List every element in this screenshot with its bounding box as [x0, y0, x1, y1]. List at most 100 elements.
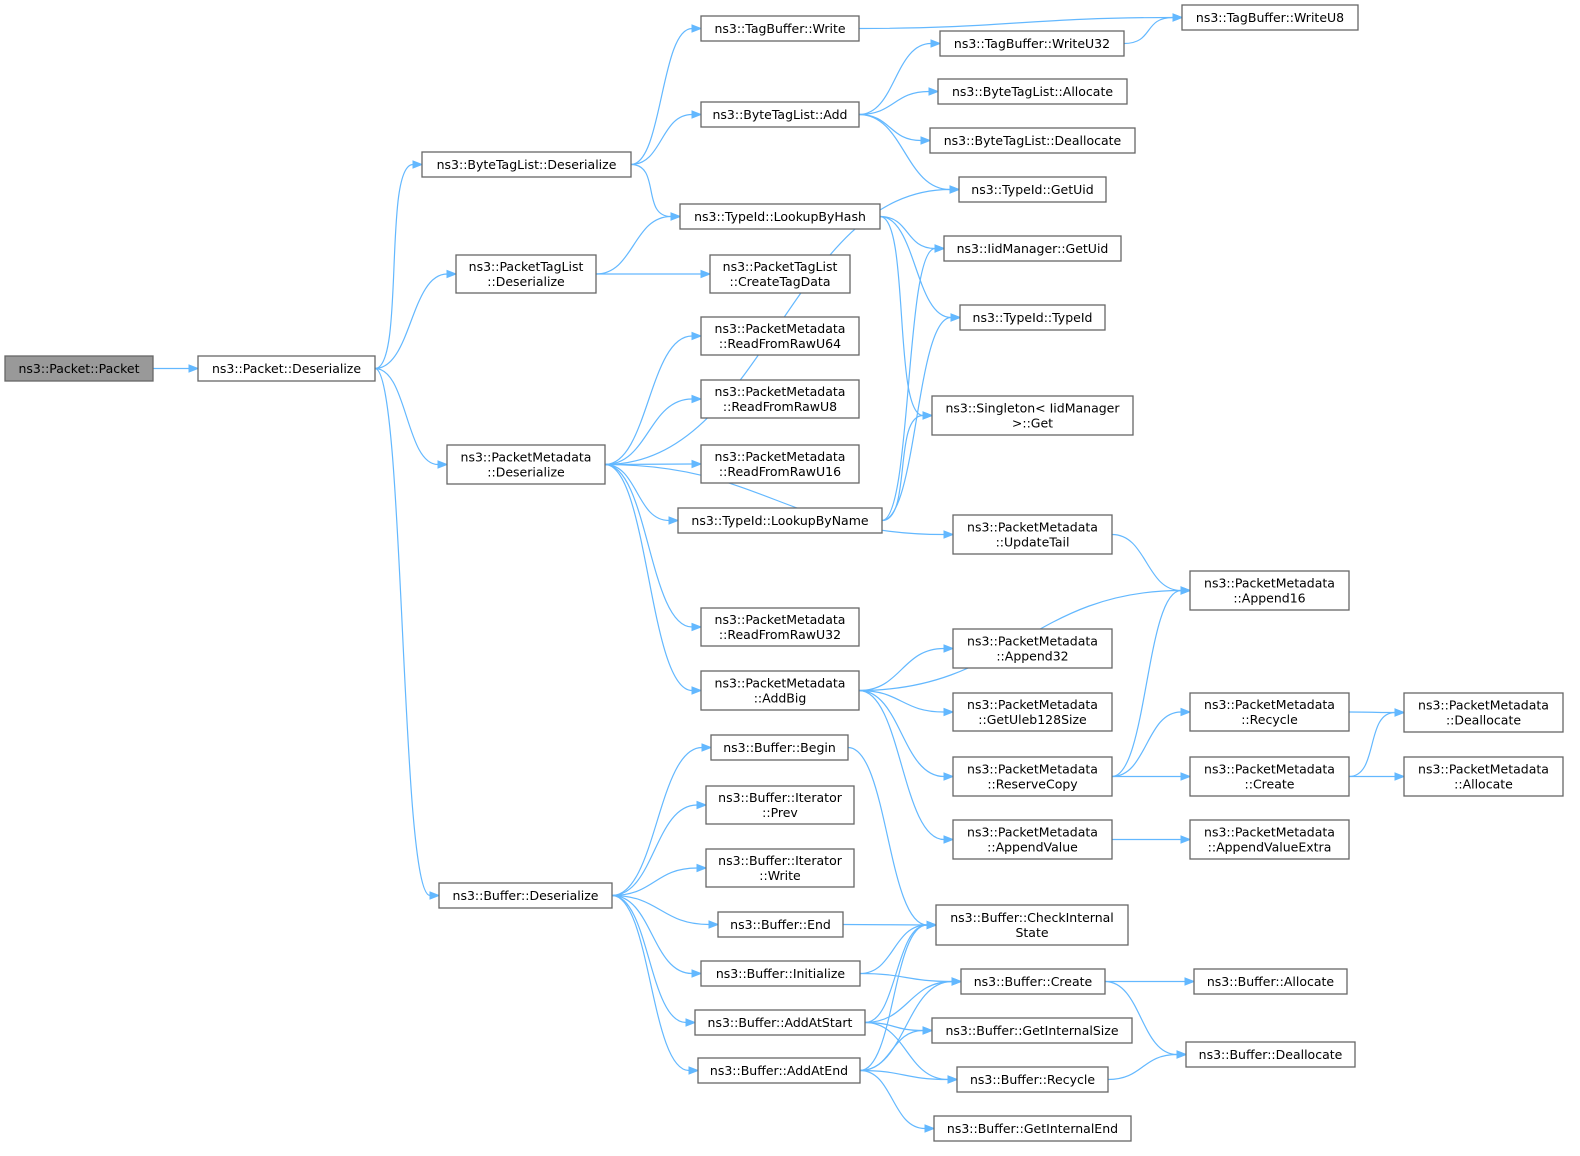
node-box: [700, 607, 860, 647]
node-ns3-packetmetadata-updatetail[interactable]: ns3::PacketMetadata::UpdateTail: [952, 514, 1113, 555]
node-label: ns3::Buffer::AddAtStart: [708, 1015, 853, 1030]
edge-n4-n15: [604, 463, 693, 692]
node-ns3-typeid-getuid[interactable]: ns3::TypeId::GetUid: [958, 176, 1107, 203]
node-label: ns3::PacketMetadata: [967, 634, 1098, 649]
node-ns3-iidmanager-getuid[interactable]: ns3::IidManager::GetUid: [943, 235, 1122, 262]
arrowhead: [700, 269, 712, 279]
node-label: ::AppendValue: [987, 840, 1078, 855]
node-label: ::Recycle: [1241, 712, 1298, 727]
node-ns3-tagbuffer-write[interactable]: ns3::TagBuffer::Write: [700, 15, 860, 42]
node-ns3-packetmetadata-addbig[interactable]: ns3::PacketMetadata::AddBig: [700, 670, 860, 711]
node-label: ns3::TagBuffer::Write: [714, 21, 845, 36]
node-ns3-packetmetadata-deserialize[interactable]: ns3::PacketMetadata::Deserialize: [446, 444, 606, 485]
node-ns3-packettaglist-deserialize[interactable]: ns3::PacketTagList::Deserialize: [455, 254, 597, 294]
node-ns3-buffer-deserialize[interactable]: ns3::Buffer::Deserialize: [438, 882, 613, 909]
edge-n4-n14: [604, 463, 693, 628]
node-ns3-packetmetadata-create[interactable]: ns3::PacketMetadata::Create: [1189, 756, 1350, 797]
node-box: [952, 692, 1113, 732]
arrowhead: [1172, 13, 1184, 22]
node-box: [421, 151, 632, 178]
node-ns3-buffer-addatstart[interactable]: ns3::Buffer::AddAtStart: [694, 1009, 866, 1036]
node-box: [1189, 570, 1350, 611]
node-ns3-buffer-getinternalsize[interactable]: ns3::Buffer::GetInternalSize: [931, 1017, 1133, 1044]
node-label: ns3::Buffer::End: [730, 917, 831, 932]
node-ns3-buffer-recycle[interactable]: ns3::Buffer::Recycle: [956, 1066, 1109, 1093]
node-ns3-packetmetadata-appendvalue[interactable]: ns3::PacketMetadata::AppendValue: [952, 819, 1113, 860]
node-box: [956, 1066, 1109, 1093]
node-label: ns3::PacketMetadata: [1418, 698, 1549, 713]
node-box: [697, 1057, 861, 1084]
node-box: [694, 1009, 866, 1036]
node-ns3-singleton-iidmanager-get[interactable]: ns3::Singleton< IidManager>::Get: [931, 395, 1134, 436]
node-ns3-packetmetadata-readfromrawu32[interactable]: ns3::PacketMetadata::ReadFromRawU32: [700, 607, 860, 647]
node-ns3-packet-packet[interactable]: ns3::Packet::Packet: [4, 355, 154, 382]
node-ns3-packetmetadata-append32[interactable]: ns3::PacketMetadata::Append32: [952, 628, 1113, 669]
node-ns3-packetmetadata-readfromrawu16[interactable]: ns3::PacketMetadata::ReadFromRawU16: [700, 444, 860, 484]
node-ns3-packetmetadata-recycle[interactable]: ns3::PacketMetadata::Recycle: [1189, 692, 1350, 732]
node-ns3-buffer-iterator-prev[interactable]: ns3::Buffer::Iterator::Prev: [705, 785, 855, 825]
arrowhead: [188, 364, 200, 373]
node-ns3-packetmetadata-reservecopy[interactable]: ns3::PacketMetadata::ReserveCopy: [952, 756, 1113, 797]
node-ns3-typeid-typeid[interactable]: ns3::TypeId::TypeId: [959, 304, 1106, 331]
edge-n2-n8: [630, 163, 672, 218]
edge-n15-n32: [858, 689, 945, 713]
node-label: ns3::Buffer::Iterator: [718, 790, 843, 805]
node-box: [700, 960, 861, 987]
node-ns3-buffer-iterator-write[interactable]: ns3::Buffer::Iterator::Write: [705, 848, 855, 888]
node-ns3-packettaglist-createtagdata[interactable]: ns3::PacketTagList::CreateTagData: [709, 254, 851, 294]
node-label: ns3::PacketMetadata: [1204, 697, 1335, 712]
node-ns3-packetmetadata-deallocate[interactable]: ns3::PacketMetadata::Deallocate: [1403, 692, 1564, 733]
edge-n5-n18: [611, 867, 698, 897]
arrowhead: [949, 185, 961, 194]
node-ns3-packetmetadata-append16[interactable]: ns3::PacketMetadata::Append16: [1189, 570, 1350, 611]
edge-n2-n6: [630, 27, 693, 166]
node-label: ns3::Buffer::Iterator: [718, 853, 843, 868]
node-ns3-buffer-allocate[interactable]: ns3::Buffer::Allocate: [1193, 968, 1348, 995]
node-ns3-bytetaglist-allocate[interactable]: ns3::ByteTagList::Allocate: [937, 78, 1128, 105]
node-label: ns3::ByteTagList::Deserialize: [437, 157, 617, 172]
edge-n36-n46: [1104, 980, 1178, 1056]
node-label: ns3::ByteTagList::Add: [712, 107, 847, 122]
node-ns3-buffer-deallocate[interactable]: ns3::Buffer::Deallocate: [1185, 1041, 1356, 1068]
node-ns3-bytetaglist-add[interactable]: ns3::ByteTagList::Add: [700, 101, 860, 128]
node-ns3-buffer-create[interactable]: ns3::Buffer::Create: [960, 968, 1106, 995]
node-box: [717, 911, 844, 938]
node-label: ::CreateTagData: [730, 274, 831, 289]
node-ns3-packetmetadata-appendvalueextra[interactable]: ns3::PacketMetadata::AppendValueExtra: [1189, 819, 1350, 860]
node-ns3-bytetaglist-deserialize[interactable]: ns3::ByteTagList::Deserialize: [421, 151, 632, 178]
node-ns3-packetmetadata-readfromrawu64[interactable]: ns3::PacketMetadata::ReadFromRawU64: [700, 316, 860, 356]
edge-n8-n27: [879, 215, 936, 250]
node-label: ::GetUleb128Size: [978, 712, 1087, 727]
edge-n15-n31: [858, 647, 945, 692]
arrowhead: [922, 411, 934, 420]
node-ns3-packetmetadata-readfromrawu8[interactable]: ns3::PacketMetadata::ReadFromRawU8: [700, 379, 860, 419]
node-label: ::ReadFromRawU8: [723, 399, 837, 414]
node-ns3-tagbuffer-writeu32[interactable]: ns3::TagBuffer::WriteU32: [939, 30, 1125, 57]
node-label: ::Allocate: [1454, 777, 1513, 792]
node-label: ns3::PacketMetadata: [1204, 762, 1335, 777]
arrowhead: [685, 1018, 697, 1027]
node-label: ns3::Buffer::Deallocate: [1199, 1047, 1343, 1062]
node-ns3-packet-deserialize[interactable]: ns3::Packet::Deserialize: [197, 355, 376, 382]
node-ns3-packetmetadata-allocate[interactable]: ns3::PacketMetadata::Allocate: [1403, 756, 1564, 797]
node-ns3-buffer-begin[interactable]: ns3::Buffer::Begin: [710, 734, 849, 761]
arrowhead: [934, 244, 946, 253]
node-ns3-typeid-lookupbyname[interactable]: ns3::TypeId::LookupByName: [677, 507, 883, 534]
node-ns3-buffer-end[interactable]: ns3::Buffer::End: [717, 911, 844, 938]
node-ns3-buffer-getinternalend[interactable]: ns3::Buffer::GetInternalEnd: [933, 1115, 1132, 1142]
arrowhead: [691, 459, 703, 469]
node-ns3-bytetaglist-deallocate[interactable]: ns3::ByteTagList::Deallocate: [929, 127, 1136, 154]
edge-n33-n42: [1111, 711, 1182, 778]
arrowhead: [708, 920, 720, 929]
node-ns3-packetmetadata-getuleb128size[interactable]: ns3::PacketMetadata::GetUleb128Size: [952, 692, 1113, 732]
edge-n33-n41: [1111, 589, 1182, 778]
node-box: [935, 904, 1129, 946]
node-ns3-tagbuffer-writeu8[interactable]: ns3::TagBuffer::WriteU8: [1181, 4, 1359, 31]
arrowhead: [670, 212, 682, 221]
node-ns3-buffer-initialize[interactable]: ns3::Buffer::Initialize: [700, 960, 861, 987]
edge-n8-n28: [879, 215, 952, 319]
node-ns3-typeid-lookupbyhash[interactable]: ns3::TypeId::LookupByHash: [679, 203, 881, 230]
node-ns3-buffer-addatend[interactable]: ns3::Buffer::AddAtEnd: [697, 1057, 861, 1084]
arrowhead: [696, 863, 708, 873]
